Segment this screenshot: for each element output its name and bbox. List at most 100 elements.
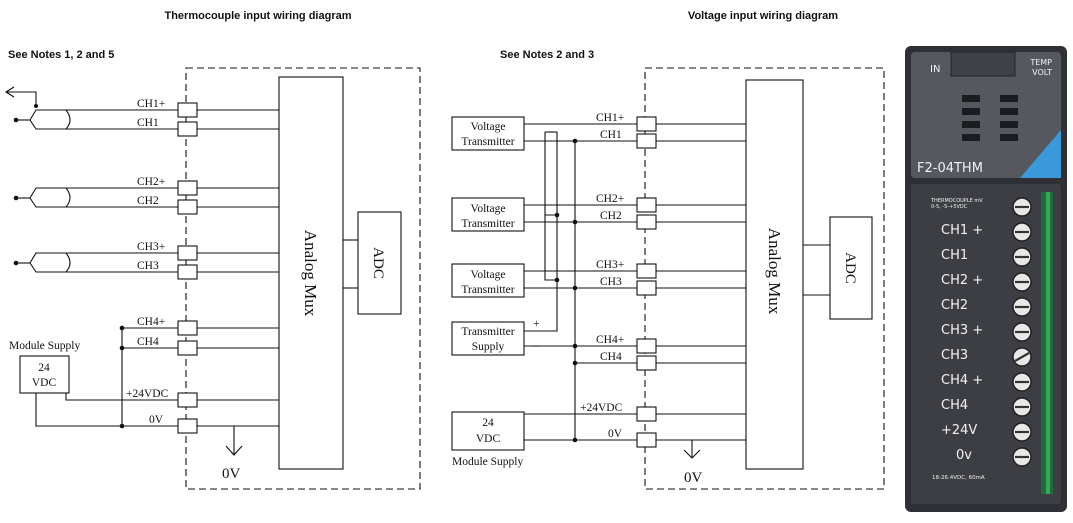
terminal-label-0v: 0V: [149, 414, 164, 426]
terminal-mux-wires: [197, 109, 279, 427]
terminal: [636, 406, 657, 422]
voltage-transmitter-box: [451, 197, 525, 232]
ground-label: 0V: [222, 466, 241, 482]
status-leds: [962, 95, 1018, 141]
module-terminal-ch3: CH3: [941, 348, 968, 363]
module-terminal-ch4: CH4: [941, 398, 968, 413]
terminal: [636, 214, 657, 230]
thermocouple-diagram: Thermocouple input wiring diagram See No…: [4, 10, 421, 490]
volt-label: VOLT: [1032, 68, 1052, 77]
module-terminal-ch2: CH2: [941, 298, 968, 313]
terminal: [636, 338, 657, 354]
terminal: [177, 340, 198, 356]
svg-text:Transmitter: Transmitter: [461, 218, 514, 230]
accent-triangle: [1020, 130, 1061, 178]
thermocouple-probe-1: [4, 86, 178, 130]
supply-value: 24: [482, 417, 494, 429]
adc-block: [357, 211, 402, 315]
terminal-cover: [911, 184, 1061, 504]
supply-24vdc-box: [451, 411, 525, 451]
terminal-label-ch4-plus: CH4+: [137, 316, 165, 328]
terminal-label-24vdc: +24VDC: [126, 388, 169, 400]
transmitter-supply: Transmitter Supply + –: [451, 132, 637, 356]
analog-mux-label: Analog Mux: [765, 228, 784, 315]
voltage-title: Voltage input wiring diagram: [688, 10, 838, 22]
type-line-2: 0-5, -5-+5VDC: [931, 204, 968, 210]
module-terminal-ch1: CH1: [941, 248, 968, 263]
supply-unit: VDC: [476, 433, 501, 445]
terminal-label-ch1: CH1: [600, 129, 622, 141]
terminal: [177, 264, 198, 280]
terminal-block: [177, 102, 198, 434]
terminal-label-ch3-plus: CH3+: [137, 241, 165, 253]
supply-positive-wire: [65, 393, 178, 401]
terminal-label-ch1: CH1: [137, 117, 159, 129]
transmitter-supply-box: [451, 321, 525, 356]
ch4-jumper: [119, 325, 178, 429]
terminal: [636, 116, 657, 132]
terminal: [177, 180, 198, 196]
module-terminal-ch3-plus: CH3 +: [941, 323, 983, 338]
terminal-label-ch2: CH2: [137, 195, 159, 207]
module-terminal-0v: 0v: [956, 448, 972, 463]
voltage-note: See Notes 2 and 3: [500, 49, 594, 61]
analog-mux-block: [278, 76, 344, 470]
terminal-label-ch2: CH2: [600, 210, 622, 222]
plus-sign: +: [533, 318, 540, 330]
analog-mux-block: [745, 79, 804, 470]
voltage-transmitter-3: Voltage Transmitter: [451, 263, 637, 298]
terminal-block: [636, 116, 657, 448]
svg-text:Supply: Supply: [472, 341, 505, 353]
terminal: [177, 418, 198, 434]
adc-label: ADC: [842, 252, 858, 284]
svg-text:Transmitter: Transmitter: [461, 136, 514, 148]
terminal-label-0v: 0V: [608, 428, 623, 440]
terminal: [177, 102, 198, 118]
module-terminal-ch2-plus: CH2 +: [941, 273, 983, 288]
screw-slot: [1014, 352, 1030, 362]
module-boundary: [185, 67, 421, 490]
terminal: [177, 392, 198, 408]
terminal-label-ch2-plus: CH2+: [596, 193, 624, 205]
voltage-transmitter-2: Voltage Transmitter: [451, 197, 637, 232]
module-top-latch: [950, 51, 1016, 77]
terminal-label-ch3: CH3: [600, 276, 622, 288]
power-rating: 18-26.4VDC, 60mA: [932, 475, 985, 481]
terminal-label-24vdc: +24VDC: [580, 402, 623, 414]
adc-label: ADC: [370, 247, 386, 279]
ground-arrow: [197, 425, 243, 456]
thermocouple-probe-2: [13, 187, 178, 208]
module-terminal-ch1-plus: CH1 +: [941, 223, 983, 238]
thermocouple-title: Thermocouple input wiring diagram: [164, 10, 351, 22]
in-label: IN: [930, 64, 940, 75]
supply-unit: VDC: [32, 377, 57, 389]
terminal: [636, 197, 657, 213]
module-supply-label: Module Supply: [452, 456, 523, 468]
module-top-panel: [911, 52, 1061, 178]
supply-negative-wire: [35, 393, 178, 427]
f2-04thm-module: IN TEMP VOLT F2-04THM THERMOCOUPLE mV 0-…: [905, 46, 1067, 512]
module-terminal-list: CH1 + CH1 CH2 + CH2 CH3 + CH3 CH4 + CH4 …: [941, 223, 983, 463]
svg-text:Voltage: Voltage: [471, 203, 506, 215]
terminal-label-ch4-plus: CH4+: [596, 334, 624, 346]
thermocouple-note: See Notes 1, 2 and 5: [8, 49, 114, 61]
voltage-transmitter-box: [451, 116, 525, 151]
terminal: [177, 245, 198, 261]
ground-label: 0V: [684, 470, 703, 486]
terminal: [177, 320, 198, 336]
transmitter-power-bus: [544, 131, 576, 440]
terminal-label-ch4: CH4: [600, 351, 622, 363]
ground-arrow: [656, 439, 701, 459]
terminal-screws: [1012, 197, 1032, 467]
model-label: F2-04THM: [917, 161, 983, 176]
module-terminal-24v: +24V: [941, 423, 977, 438]
temp-label: TEMP: [1029, 58, 1052, 67]
terminal: [636, 280, 657, 296]
terminal: [636, 355, 657, 371]
analog-mux-label: Analog Mux: [301, 230, 320, 317]
voltage-diagram: Voltage input wiring diagram See Notes 2…: [451, 10, 885, 490]
supply-24vdc-box: [19, 355, 70, 394]
voltage-transmitter-box: [451, 263, 525, 298]
terminal-label-ch1-plus: CH1+: [596, 112, 624, 124]
